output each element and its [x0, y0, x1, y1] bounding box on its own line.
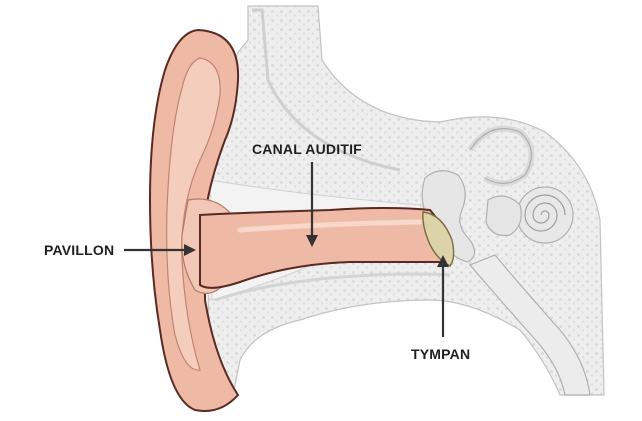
inner-ear-structures: [421, 125, 591, 396]
tympan-arrow-head: [437, 255, 449, 267]
semicircular-canal-outline: [469, 128, 532, 184]
canal-arrow-head: [306, 235, 318, 247]
ear-canal-highlight: [237, 219, 423, 233]
pinna-helix-inner: [166, 57, 221, 371]
bone-cortex-top: [252, 8, 401, 172]
label-arrows: [124, 162, 449, 337]
eustachian-tube: [468, 254, 591, 396]
pavillon-arrow-head: [184, 244, 196, 256]
label-pavillon: PAVILLON: [44, 242, 115, 258]
cochlea-spiral: [524, 194, 566, 232]
vestibule: [485, 195, 522, 237]
label-canal-auditif: CANAL AUDITIF: [252, 141, 362, 157]
label-tympan: TYMPAN: [411, 346, 471, 362]
bone-cortex-bottom: [214, 272, 451, 302]
eardrum: [422, 211, 455, 267]
